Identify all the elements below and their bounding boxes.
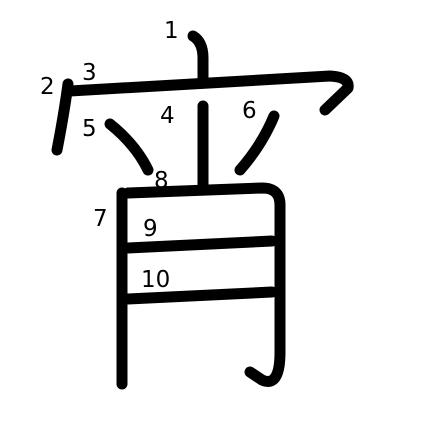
stroke-number-5: 5	[82, 116, 97, 142]
stroke-number-10: 10	[141, 267, 170, 293]
stroke-number-3: 3	[82, 60, 97, 86]
stroke-5	[104, 118, 154, 176]
stroke-1	[187, 30, 209, 84]
stroke-number-1: 1	[164, 18, 179, 44]
stroke-10	[122, 286, 278, 305]
stroke-number-9: 9	[143, 216, 158, 242]
stroke-number-8: 8	[154, 168, 169, 194]
stroke-number-4: 4	[160, 103, 175, 129]
stroke-9	[122, 235, 278, 254]
stroke-number-2: 2	[40, 74, 55, 100]
stroke-8	[122, 182, 286, 387]
stroke-6	[234, 110, 280, 176]
stroke-number-7: 7	[93, 206, 108, 232]
stroke-3	[64, 70, 354, 116]
stroke-number-6: 6	[242, 98, 257, 124]
